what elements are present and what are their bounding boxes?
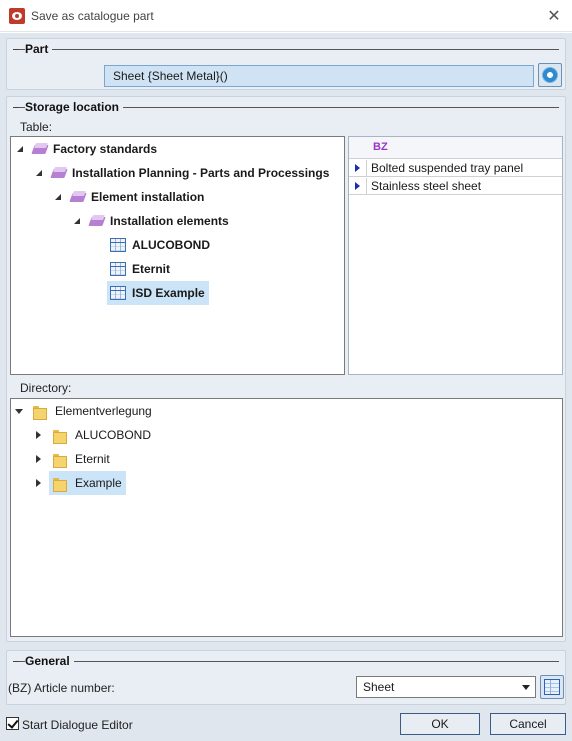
tree-item-element-installation[interactable]: Element installation bbox=[55, 186, 204, 208]
book-icon bbox=[89, 214, 105, 228]
part-section: Part Sheet {Sheet Metal}() bbox=[6, 38, 566, 90]
book-icon bbox=[70, 190, 86, 204]
dir-item-example[interactable]: Example bbox=[36, 471, 126, 495]
tree-item-alucobond[interactable]: ALUCOBOND bbox=[110, 234, 210, 256]
app-logo-icon bbox=[9, 8, 25, 24]
collapse-arrow-icon[interactable] bbox=[17, 146, 23, 152]
tree-item-isd-example[interactable]: ISD Example bbox=[107, 281, 209, 305]
article-list-button[interactable] bbox=[540, 675, 564, 699]
expand-arrow-icon[interactable] bbox=[36, 479, 41, 487]
start-dialogue-editor-checkbox[interactable] bbox=[6, 717, 19, 730]
part-settings-button[interactable] bbox=[538, 63, 562, 87]
collapse-arrow-icon[interactable] bbox=[36, 170, 42, 176]
tree-item-factory-standards[interactable]: Factory standards bbox=[17, 138, 157, 160]
dir-item-elementverlegung[interactable]: Elementverlegung bbox=[15, 400, 152, 422]
expand-arrow-icon[interactable] bbox=[15, 408, 23, 414]
list-icon bbox=[544, 679, 560, 695]
dir-item-eternit[interactable]: Eternit bbox=[36, 448, 110, 470]
row-marker-icon bbox=[349, 178, 367, 194]
directory-label: Directory: bbox=[20, 381, 72, 395]
collapse-arrow-icon[interactable] bbox=[74, 218, 80, 224]
chevron-down-icon bbox=[522, 685, 530, 690]
directory-tree[interactable]: Elementverlegung ALUCOBOND Eternit Examp… bbox=[10, 398, 563, 637]
grid-row[interactable]: Stainless steel sheet bbox=[349, 178, 562, 195]
expand-arrow-icon[interactable] bbox=[36, 455, 41, 463]
storage-location-section: Storage location Table: Factory standard… bbox=[6, 96, 566, 642]
table-icon bbox=[110, 238, 126, 252]
column-header-bz[interactable]: BZ bbox=[373, 141, 388, 153]
folder-icon bbox=[53, 476, 67, 492]
storage-section-header: Storage location bbox=[13, 100, 559, 116]
dir-item-alucobond[interactable]: ALUCOBOND bbox=[36, 424, 151, 446]
article-number-dropdown[interactable]: Sheet bbox=[356, 676, 536, 698]
part-section-header: Part bbox=[13, 42, 559, 58]
book-icon bbox=[51, 166, 67, 180]
collapse-arrow-icon[interactable] bbox=[55, 194, 61, 200]
close-button[interactable]: ✕ bbox=[547, 6, 561, 25]
table-icon bbox=[110, 262, 126, 276]
tree-item-installation-planning[interactable]: Installation Planning - Parts and Proces… bbox=[36, 162, 329, 184]
folder-icon bbox=[53, 452, 67, 468]
tree-item-eternit[interactable]: Eternit bbox=[110, 258, 170, 280]
table-tree[interactable]: Factory standards Installation Planning … bbox=[10, 136, 345, 375]
gear-icon bbox=[542, 67, 558, 83]
cancel-button[interactable]: Cancel bbox=[490, 713, 566, 735]
grid-header: BZ bbox=[349, 137, 562, 159]
part-name-field[interactable]: Sheet {Sheet Metal}() bbox=[104, 65, 534, 87]
storage-heading: Storage location bbox=[25, 100, 124, 114]
expand-arrow-icon[interactable] bbox=[36, 431, 41, 439]
article-number-label: (BZ) Article number: bbox=[8, 681, 115, 695]
start-dialogue-editor-label[interactable]: Start Dialogue Editor bbox=[22, 718, 133, 732]
ok-button[interactable]: OK bbox=[400, 713, 480, 735]
table-label: Table: bbox=[20, 120, 53, 134]
grid-row[interactable]: Bolted suspended tray panel bbox=[349, 160, 562, 177]
window-title: Save as catalogue part bbox=[31, 9, 154, 23]
folder-icon bbox=[33, 404, 47, 420]
dir-item-example-selection[interactable]: Example bbox=[49, 471, 126, 495]
general-heading: General bbox=[25, 654, 74, 668]
general-section-header: General bbox=[13, 654, 559, 670]
row-marker-icon bbox=[349, 160, 367, 176]
folder-icon bbox=[53, 428, 67, 444]
title-bar: Save as catalogue part ✕ bbox=[0, 0, 572, 32]
table-icon bbox=[110, 286, 126, 300]
part-heading: Part bbox=[25, 42, 53, 56]
book-icon bbox=[32, 142, 48, 156]
tree-item-installation-elements[interactable]: Installation elements bbox=[74, 210, 229, 232]
records-grid[interactable]: BZ Bolted suspended tray panel Stainless… bbox=[348, 136, 563, 375]
